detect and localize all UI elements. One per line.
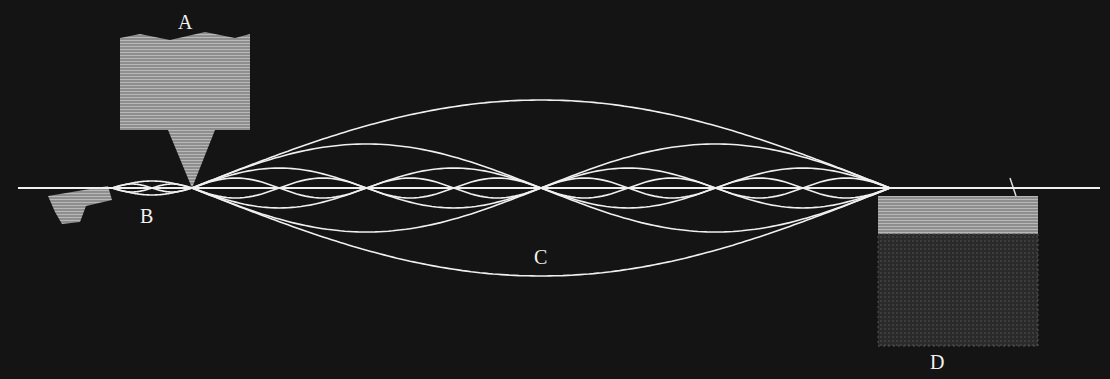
- string: [18, 187, 1100, 189]
- string-loop: [192, 100, 890, 188]
- bridge-block: [120, 32, 250, 188]
- string-loop: [192, 168, 890, 188]
- part-label: B: [140, 206, 153, 226]
- part-label: A: [178, 12, 192, 32]
- string-loop: [112, 188, 192, 192]
- string-loop: [192, 144, 890, 188]
- part-label: C: [534, 247, 547, 267]
- string-loop: [192, 188, 890, 198]
- string-loop: [192, 188, 890, 208]
- support-top: [878, 196, 1038, 234]
- support-base: [878, 234, 1038, 346]
- string-loop: [192, 188, 890, 232]
- part-label: D: [930, 352, 944, 372]
- string-loop: [112, 181, 192, 188]
- string-loop: [192, 188, 890, 276]
- string-loop: [192, 178, 890, 188]
- clamp: [48, 186, 112, 224]
- vibration-loops: [112, 100, 890, 276]
- string-loop: [112, 188, 192, 195]
